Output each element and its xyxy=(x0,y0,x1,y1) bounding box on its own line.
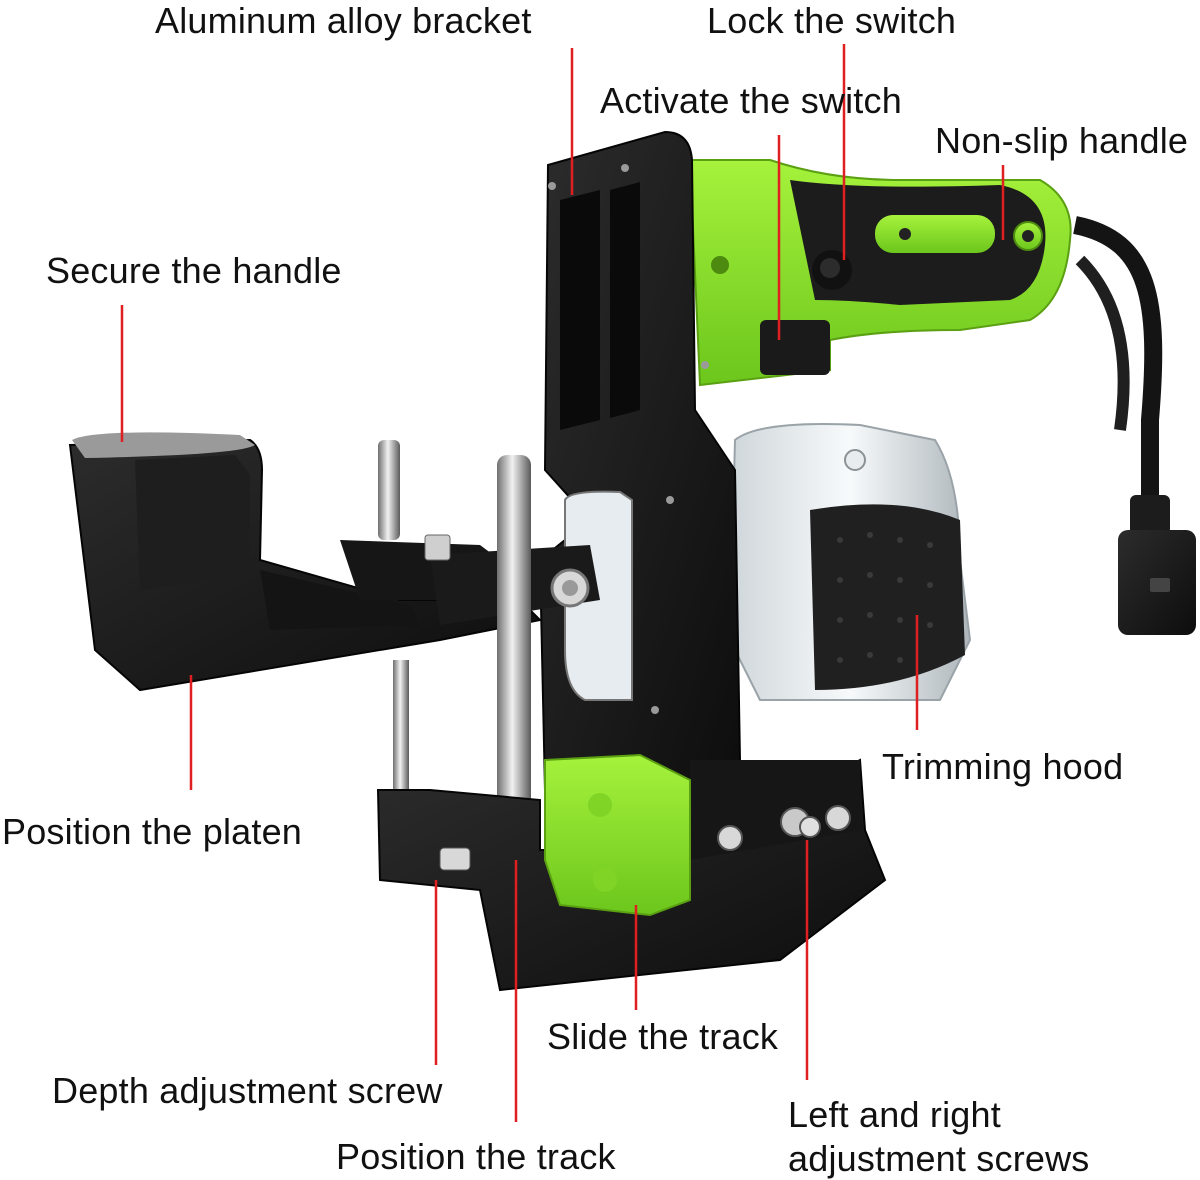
label-activate-switch: Activate the switch xyxy=(600,80,902,121)
tool-handle xyxy=(688,159,1072,387)
trimmer-motor xyxy=(728,423,972,701)
label-aluminum-bracket: Aluminum alloy bracket xyxy=(155,0,532,41)
label-trimming-hood: Trimming hood xyxy=(882,746,1124,787)
chrome-posts xyxy=(378,440,590,900)
leader-lines xyxy=(120,44,1005,1122)
label-lock-switch: Lock the switch xyxy=(707,0,957,41)
label-depth-screw: Depth adjustment screw xyxy=(52,1070,443,1111)
platen-cradle xyxy=(68,432,600,692)
label-slide-track: Slide the track xyxy=(547,1016,779,1057)
label-adjust-screws-line2: adjustment screws xyxy=(788,1138,1090,1179)
base-frame xyxy=(376,753,887,992)
label-non-slip-handle: Non-slip handle xyxy=(935,120,1189,161)
label-adjust-screws-line1: Left and right xyxy=(788,1094,1001,1135)
label-secure-handle: Secure the handle xyxy=(46,250,342,291)
power-cord xyxy=(1073,216,1196,635)
label-position-track: Position the track xyxy=(336,1136,616,1177)
label-position-platen: Position the platen xyxy=(2,811,303,852)
